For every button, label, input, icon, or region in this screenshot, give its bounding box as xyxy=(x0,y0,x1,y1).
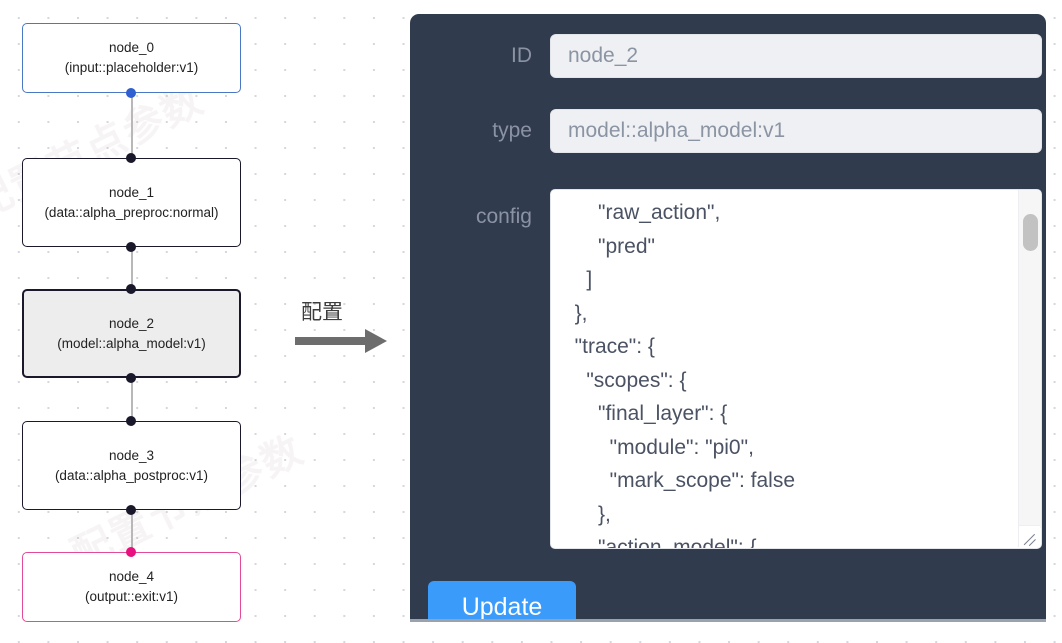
right-arrow-icon xyxy=(295,337,369,345)
type-field-label: type xyxy=(492,119,532,142)
right-arrow-head-icon xyxy=(365,329,387,353)
graph-node-node_3[interactable]: node_3 (data::alpha_postproc:v1) xyxy=(22,421,241,510)
edge-node2-node3 xyxy=(130,378,134,426)
configure-label: 配置 xyxy=(301,300,343,324)
config-textarea[interactable]: "raw_action", "pred" ] }, "trace": { "sc… xyxy=(574,201,795,549)
config-textarea-wrapper[interactable]: "raw_action", "pred" ] }, "trace": { "sc… xyxy=(550,189,1042,549)
node-title: node_4 xyxy=(108,569,155,584)
node3-target-handle[interactable] xyxy=(126,416,136,426)
node-subtitle: (data::alpha_postproc:v1) xyxy=(54,467,209,483)
node2-target-handle[interactable] xyxy=(126,284,136,294)
flow-graph[interactable]: node_0 (input::placeholder:v1) node_1 (d… xyxy=(0,0,290,643)
graph-node-node_4[interactable]: node_4 (output::exit:v1) xyxy=(22,552,241,622)
node1-target-handle[interactable] xyxy=(126,153,136,163)
node-title: node_0 xyxy=(108,40,155,55)
node-subtitle: (output::exit:v1) xyxy=(84,589,179,604)
node-title: node_2 xyxy=(108,315,155,331)
node-title: node_1 xyxy=(108,184,155,200)
config-scrollbar-thumb[interactable] xyxy=(1023,214,1038,251)
node-subtitle: (data::alpha_preproc:normal) xyxy=(44,204,219,220)
configure-annotation: 配置 xyxy=(295,296,393,358)
config-scrollbar[interactable] xyxy=(1018,190,1041,528)
node-subtitle: (model::alpha_model:v1) xyxy=(57,335,206,351)
type-input[interactable]: model::alpha_model:v1 xyxy=(550,109,1042,153)
id-field-label: ID xyxy=(511,44,532,67)
node2-source-handle[interactable] xyxy=(126,373,136,383)
node1-source-handle[interactable] xyxy=(126,242,136,252)
edge-node1-node2 xyxy=(130,247,134,294)
graph-node-node_1[interactable]: node_1 (data::alpha_preproc:normal) xyxy=(22,158,241,247)
edge-node3-node4 xyxy=(130,510,134,557)
config-field-label: config xyxy=(475,205,532,228)
node-subtitle: (input::placeholder:v1) xyxy=(64,60,199,75)
node-inspector-panel: ID node_2 type model::alpha_model:v1 con… xyxy=(410,14,1046,622)
graph-node-node_2[interactable]: node_2 (model::alpha_model:v1) xyxy=(22,289,241,378)
node0-source-handle[interactable] xyxy=(126,88,136,98)
id-field-row: ID node_2 xyxy=(428,34,1042,78)
edge-node0-node1 xyxy=(130,93,134,163)
id-input[interactable]: node_2 xyxy=(550,34,1042,78)
update-button[interactable]: Update xyxy=(428,581,576,619)
node4-target-handle[interactable] xyxy=(126,547,136,557)
config-field-row: config "raw_action", "pred" ] }, "trace"… xyxy=(428,189,1042,549)
resize-handle-icon[interactable] xyxy=(1018,525,1040,547)
node3-source-handle[interactable] xyxy=(126,505,136,515)
type-field-row: type model::alpha_model:v1 xyxy=(428,109,1042,153)
node-title: node_3 xyxy=(108,447,155,463)
graph-node-node_0[interactable]: node_0 (input::placeholder:v1) xyxy=(22,23,241,93)
